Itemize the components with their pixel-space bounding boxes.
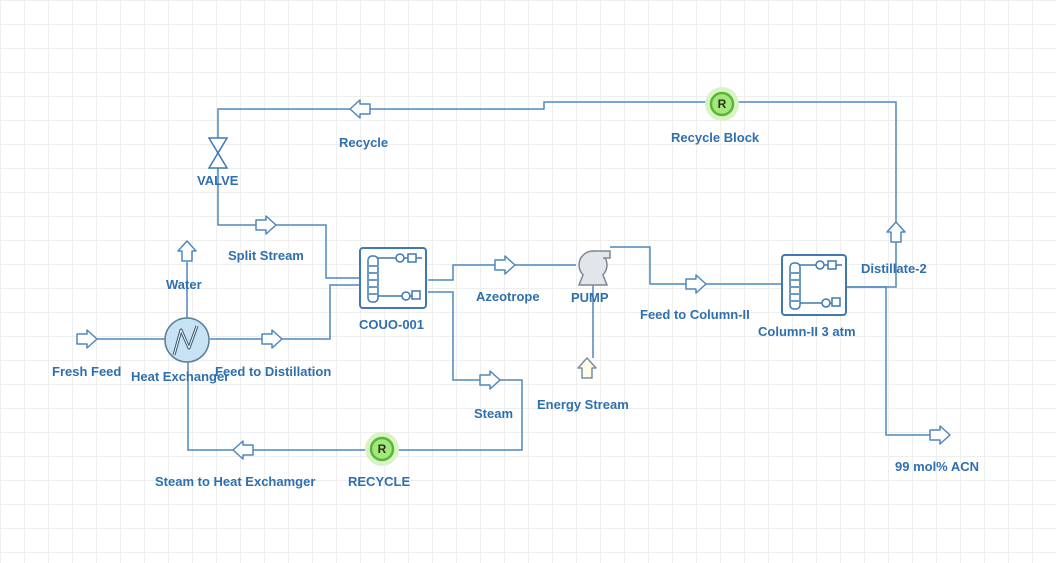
feed-to-distillation-label[interactable]: Feed to Distillation	[215, 364, 331, 379]
distillate-2-label[interactable]: Distillate-2	[861, 261, 927, 276]
recycle-block-letter: R	[718, 97, 727, 111]
energy-stream-label[interactable]: Energy Stream	[537, 397, 629, 412]
pipe-steam[interactable]	[395, 291, 523, 451]
product-label[interactable]: 99 mol% ACN	[895, 459, 979, 474]
azeotrope-label[interactable]: Azeotrope	[476, 289, 540, 304]
valve-icon[interactable]	[207, 137, 229, 169]
product-arrow[interactable]	[929, 425, 951, 445]
pump-icon[interactable]	[577, 250, 611, 286]
steam-arrow[interactable]	[479, 370, 501, 390]
pipe-pump-to-column[interactable]	[610, 246, 782, 285]
pipe-split-stream[interactable]	[217, 167, 360, 279]
heat-exchanger-label[interactable]: Heat Exchanger	[131, 369, 229, 384]
pipe-steam-to-hx[interactable]	[187, 362, 370, 451]
column-2-label[interactable]: Column-II 3 atm	[758, 324, 856, 339]
split-stream-arrow[interactable]	[255, 215, 277, 235]
recycle-label[interactable]: RECYCLE	[348, 474, 410, 489]
steam-to-hx-label[interactable]: Steam to Heat Exchamger	[155, 474, 315, 489]
recycle-block-icon[interactable]: R	[705, 87, 739, 121]
water-arrow[interactable]	[177, 240, 197, 262]
feed-to-column-2-label[interactable]: Feed to Column-II	[640, 307, 750, 322]
fresh-feed-arrow[interactable]	[76, 329, 98, 349]
distillation-column-1-icon[interactable]	[359, 247, 427, 309]
split-stream-label[interactable]: Split Stream	[228, 248, 304, 263]
feed-to-distillation-arrow[interactable]	[261, 329, 283, 349]
pump-label[interactable]: PUMP	[571, 290, 609, 305]
pipe-recycle-line[interactable]	[217, 101, 712, 140]
steam-label[interactable]: Steam	[474, 406, 513, 421]
energy-stream-arrow[interactable]	[577, 357, 597, 379]
fresh-feed-label[interactable]: Fresh Feed	[52, 364, 121, 379]
pipe-bottoms[interactable]	[846, 286, 930, 436]
labels: VALVE Recycle Recycle Block Split Stream…	[52, 130, 979, 489]
water-label[interactable]: Water	[166, 277, 202, 292]
azeotrope-arrow[interactable]	[494, 255, 516, 275]
recycle-block-label[interactable]: Recycle Block	[671, 130, 760, 145]
column-1-label[interactable]: COUO-001	[359, 317, 424, 332]
distillate-2-arrow[interactable]	[886, 221, 906, 243]
pipe-feed-to-distillation[interactable]	[210, 284, 360, 340]
feed-to-column-2-arrow[interactable]	[685, 274, 707, 294]
recycle-stream-label[interactable]: Recycle	[339, 135, 388, 150]
valve-label[interactable]: VALVE	[197, 173, 239, 188]
recycle-stream-arrow[interactable]	[349, 99, 371, 119]
heat-exchanger-icon[interactable]	[164, 317, 210, 363]
steam-to-hx-arrow[interactable]	[232, 440, 254, 460]
recycle-letter: R	[378, 442, 387, 456]
distillation-column-2-icon[interactable]	[781, 254, 847, 316]
recycle-icon[interactable]: R	[365, 432, 399, 466]
